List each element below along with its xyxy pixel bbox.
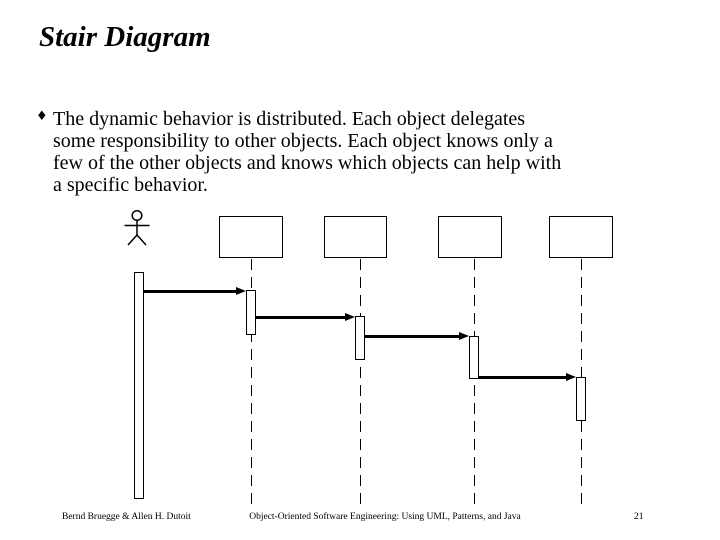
bullet-paragraph: The dynamic behavior is distributed. Eac… bbox=[53, 108, 561, 196]
activation-bar bbox=[355, 316, 365, 360]
arrowhead-icon bbox=[236, 286, 246, 295]
message-arrow-line bbox=[365, 334, 459, 338]
message-arrow-line bbox=[256, 315, 345, 319]
page-title: Stair Diagram bbox=[39, 21, 211, 53]
activation-bar bbox=[246, 290, 256, 335]
message-arrow-line bbox=[479, 375, 566, 379]
object-box bbox=[549, 216, 613, 258]
footer-authors: Bernd Bruegge & Allen H. Dutoit bbox=[62, 512, 191, 522]
object-box bbox=[219, 216, 283, 258]
object-box bbox=[438, 216, 502, 258]
activation-bar bbox=[134, 272, 144, 499]
arrowhead-icon bbox=[345, 312, 355, 321]
footer-page-number: 21 bbox=[634, 512, 644, 522]
bullet-line: a specific behavior. bbox=[53, 174, 208, 196]
bullet-line: The dynamic behavior is distributed. Eac… bbox=[53, 108, 526, 130]
diamond-bullet-icon: ♦ bbox=[36, 109, 48, 124]
lifeline bbox=[359, 259, 361, 508]
arrowhead-icon bbox=[459, 331, 469, 340]
bullet-line: some responsibility to other objects. Ea… bbox=[53, 130, 553, 152]
lifeline bbox=[473, 259, 475, 508]
footer-book-title: Object-Oriented Software Engineering: Us… bbox=[249, 512, 521, 522]
bullet-line: few of the other objects and knows which… bbox=[53, 152, 562, 174]
lifeline bbox=[250, 259, 252, 508]
activation-bar bbox=[469, 336, 479, 379]
actor-icon bbox=[124, 209, 150, 246]
arrowhead-icon bbox=[566, 372, 576, 381]
message-arrow-line bbox=[144, 289, 236, 293]
object-box bbox=[324, 216, 387, 258]
activation-bar bbox=[576, 377, 586, 421]
